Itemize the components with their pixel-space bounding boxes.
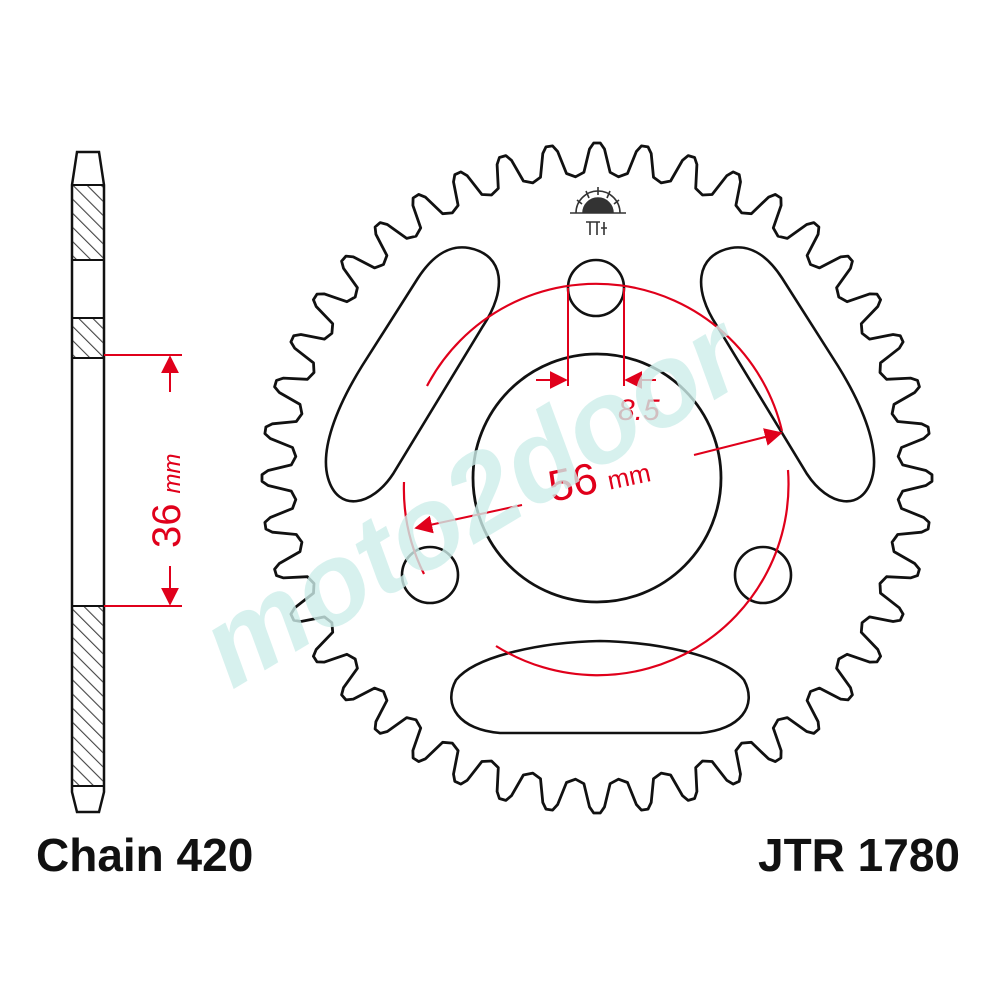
bolt-hole-right [733, 545, 793, 605]
hatch-section-middle [71, 317, 105, 359]
thickness-value: 36 [145, 504, 189, 549]
thickness-dimension-label: 36 mm [145, 454, 189, 548]
hatch-section-top [71, 184, 105, 261]
bore-value: 56 [544, 454, 602, 512]
center-bore [471, 352, 723, 604]
cutout-upper-left [324, 246, 501, 503]
pcd-dimension-line-right [693, 428, 783, 456]
bolt-hole-left [400, 545, 460, 605]
chain-size-label: Chain 420 [36, 829, 254, 881]
sprocket-front-view [260, 141, 934, 815]
pcd-dimension-line-left [414, 504, 523, 534]
sprocket-side-profile [70, 150, 106, 814]
pcd-arc-bottom [495, 469, 790, 677]
cutout-bottom [450, 639, 750, 735]
pcd-arc-left [402, 481, 425, 575]
part-number-label: JTR 1780 [757, 829, 960, 881]
jt-sunrise-logo-icon [570, 187, 626, 235]
pcd-arc-top [426, 282, 784, 432]
thickness-dimension: 36 mm [104, 354, 189, 607]
bolt-hole-top [566, 258, 626, 318]
bolt-hole-dimension-label: 8.5 [618, 394, 660, 427]
thickness-unit: mm [159, 454, 186, 494]
hatch-section-bottom [71, 605, 105, 787]
cutout-upper-right [699, 246, 876, 503]
